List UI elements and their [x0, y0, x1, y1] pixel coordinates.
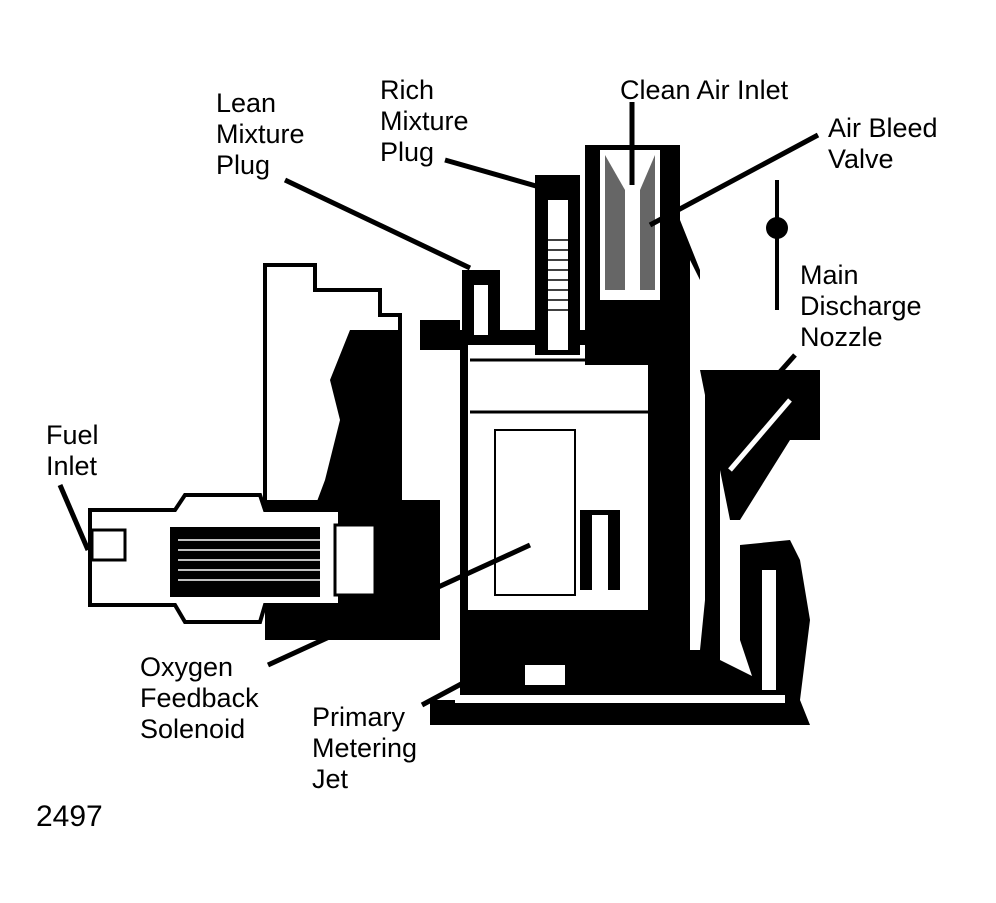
label-fuel-inlet: Fuel Inlet [46, 420, 99, 481]
fuel-inlet-fitting [88, 493, 377, 624]
leader-fuel-inlet [57, 484, 91, 551]
flow-marker [766, 180, 788, 310]
discharge-passage [560, 220, 820, 720]
label-main-discharge-nozzle: Main Discharge Nozzle [800, 260, 922, 352]
lean-mixture-plug-tower [462, 270, 500, 340]
leader-rich-mixture-plug [444, 157, 551, 193]
leader-main-discharge-nozzle [753, 353, 797, 402]
leader-lines [57, 102, 820, 708]
label-air-bleed-valve: Air Bleed Valve [828, 113, 938, 174]
central-column [460, 330, 690, 700]
label-primary-metering-jet: Primary Metering Jet [312, 702, 418, 794]
leader-oxygen-feedback-solenoid [266, 542, 532, 668]
leader-air-bleed-valve [648, 132, 820, 228]
label-oxygen-feedback-solenoid: Oxygen Feedback Solenoid [140, 652, 259, 744]
label-clean-air-inlet: Clean Air Inlet [620, 75, 789, 105]
leader-lean-mixture-plug [283, 177, 472, 271]
label-rich-mixture-plug: Rich Mixture Plug [380, 75, 469, 167]
figure-number: 2497 [36, 800, 103, 833]
rich-mixture-plug-tower [535, 175, 580, 355]
leader-primary-metering-jet [420, 612, 592, 708]
label-lean-mixture-plug: Lean Mixture Plug [216, 88, 305, 180]
base-plate [430, 660, 810, 725]
